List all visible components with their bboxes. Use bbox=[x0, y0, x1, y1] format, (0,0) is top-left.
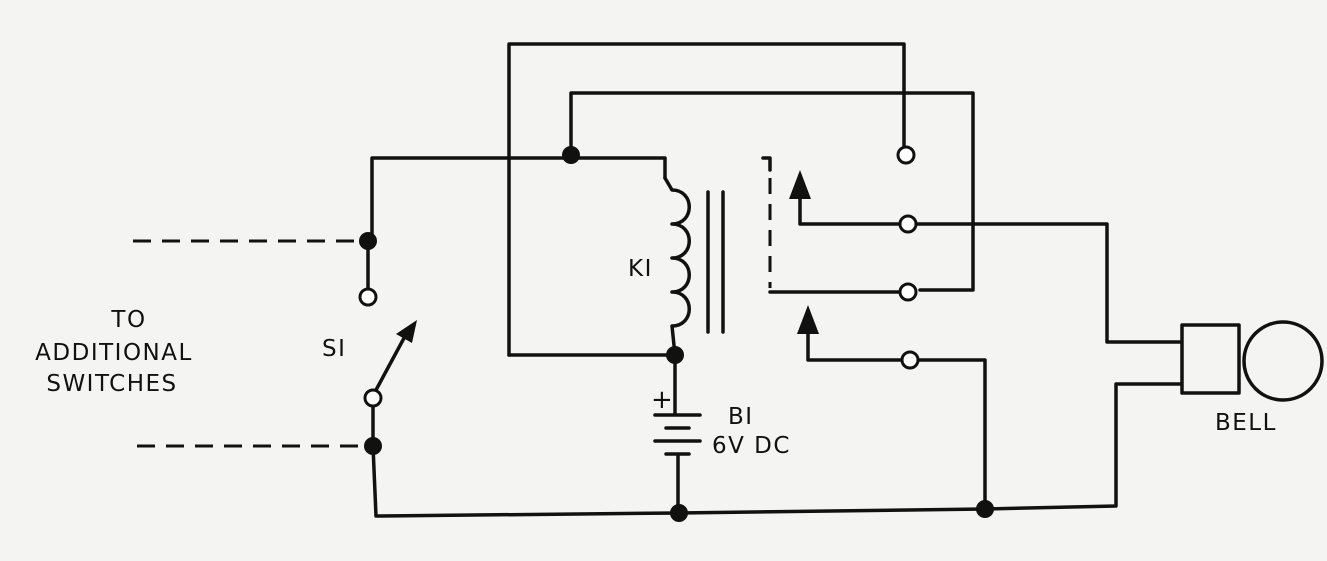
wire-inner-loop bbox=[569, 91, 975, 292]
wire-top-bus bbox=[370, 156, 667, 243]
switch-arrowhead bbox=[396, 320, 417, 343]
junction-coil-bottom bbox=[666, 346, 684, 364]
label-switch-s1: SI bbox=[322, 336, 346, 362]
wire-contact-upper bbox=[798, 196, 902, 226]
wire-terminal4-bus bbox=[915, 358, 987, 511]
relay-terminal-2 bbox=[898, 214, 918, 234]
junction-bottom-right bbox=[976, 500, 994, 518]
wire-contact-lower bbox=[806, 331, 902, 362]
contact-arrow-lower bbox=[797, 305, 819, 334]
label-relay-k1: KI bbox=[628, 256, 653, 282]
bell-body bbox=[1180, 323, 1241, 395]
wire-terminal2-bell bbox=[915, 222, 1188, 344]
junction-s1-upper bbox=[359, 232, 377, 250]
label-additional: ADDITIONAL bbox=[35, 340, 193, 366]
label-switches: SWITCHES bbox=[46, 371, 177, 397]
relay-terminal-1 bbox=[896, 145, 916, 165]
label-bell: BELL bbox=[1215, 410, 1277, 436]
junction-bottom-battery bbox=[670, 504, 688, 522]
junction-top bbox=[562, 146, 580, 164]
wire-outer-loop bbox=[507, 42, 906, 357]
label-to: TO bbox=[110, 307, 146, 333]
switch-terminal-upper bbox=[358, 287, 378, 307]
junction-s1-lower bbox=[364, 437, 382, 455]
label-battery-b1: BI bbox=[728, 404, 754, 430]
label-battery-plus: + bbox=[651, 385, 674, 415]
relay-terminal-4 bbox=[900, 350, 920, 370]
contact-arrow-upper bbox=[789, 170, 811, 199]
relay-terminal-3 bbox=[898, 282, 918, 302]
label-battery-rating: 6V DC bbox=[712, 433, 791, 459]
armature-top bbox=[761, 156, 772, 172]
bell-dome bbox=[1242, 320, 1324, 402]
switch-terminal-lower bbox=[363, 388, 383, 408]
relay-coil bbox=[663, 176, 691, 357]
